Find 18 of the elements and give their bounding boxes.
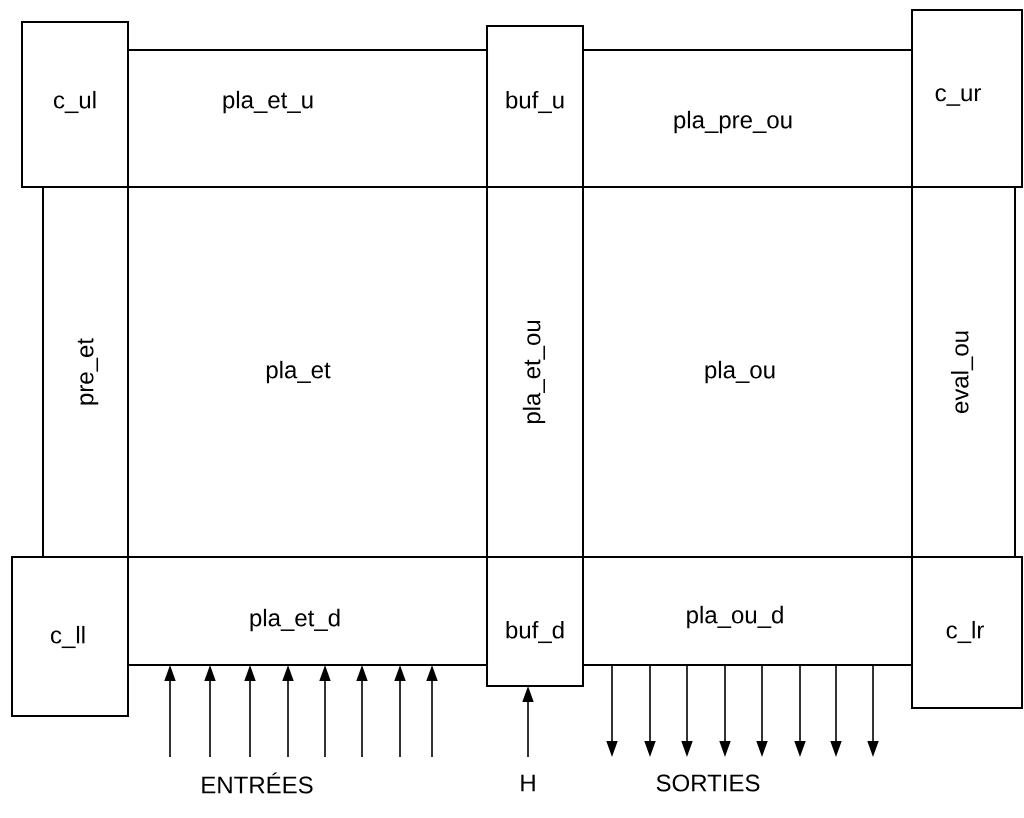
layout-block: c_ul bbox=[21, 21, 129, 188]
layout-block: buf_u bbox=[486, 25, 584, 188]
layout-block: eval_ou bbox=[911, 186, 1016, 558]
layout-block: buf_d bbox=[486, 556, 584, 687]
layout-block: pla_et_ou bbox=[486, 186, 584, 558]
layout-block: pla_pre_ou bbox=[582, 49, 913, 188]
signal-label: SORTIES bbox=[656, 774, 760, 792]
layout-block: pre_et bbox=[42, 186, 129, 558]
layout-block: c_ur bbox=[911, 9, 1023, 188]
signal-label: ENTRÉES bbox=[202, 772, 313, 794]
layout-block: pla_ou bbox=[582, 186, 913, 558]
layout-block: pla_et_d bbox=[127, 556, 488, 666]
layout-block: pla_ou_d bbox=[582, 556, 913, 666]
layout-block: pla_et bbox=[127, 186, 488, 558]
layout-block: c_ll bbox=[11, 556, 129, 717]
layout-block: c_lr bbox=[911, 556, 1023, 709]
layout-block: pla_et_u bbox=[127, 49, 488, 188]
signal-label: H bbox=[521, 774, 535, 792]
